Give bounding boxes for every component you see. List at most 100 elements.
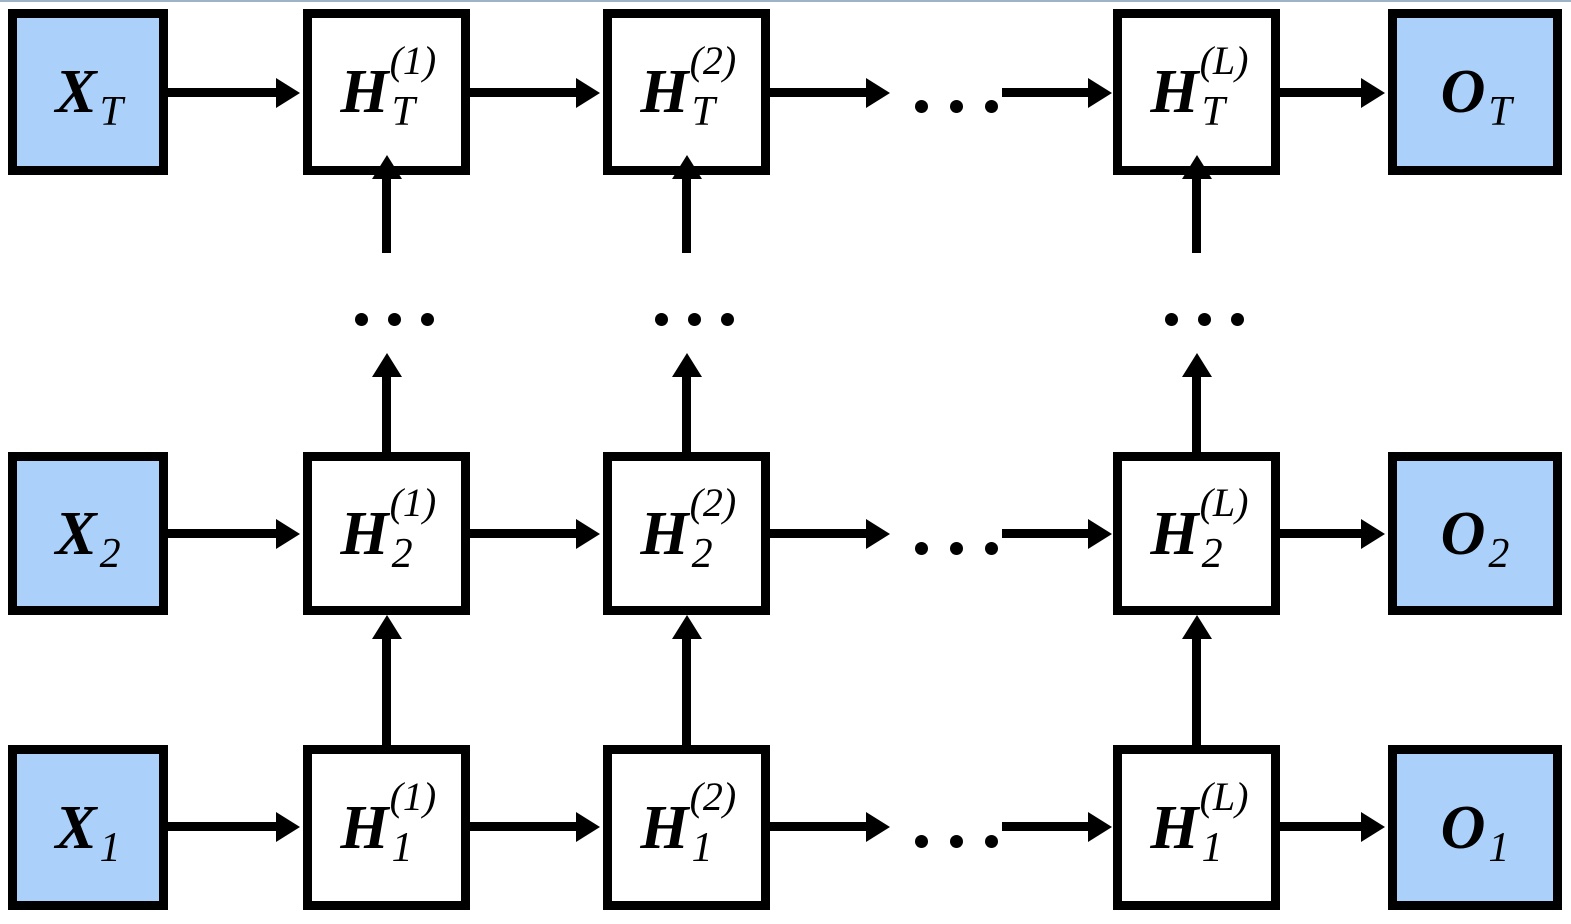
dot — [985, 835, 998, 848]
dot — [950, 542, 963, 555]
label-superscript: (L) — [1199, 479, 1249, 525]
ellipsis-horizontal-row-1 — [915, 835, 998, 848]
label-base: H — [1150, 58, 1199, 126]
label-h1-1: H(1) 1 — [340, 776, 436, 869]
label-h2-T: H(2) T — [640, 41, 736, 134]
label-hL-1: H(L)1 — [1150, 776, 1248, 869]
arrow-hL-2-to-o-2 — [1280, 529, 1365, 538]
arrow-h2-2-to-ellipsis-up — [682, 373, 691, 452]
dot — [915, 100, 928, 113]
label-superscript: (1) — [389, 479, 437, 525]
label-h2-1: H(2)1 — [640, 776, 736, 869]
arrow-hL-2-to-ellipsis-up — [1192, 373, 1201, 452]
hidden-node-hL-T: H(L) T — [1113, 9, 1280, 175]
label-h1-2: H(1) 2 — [340, 482, 436, 575]
label-subscript: 2 — [391, 530, 413, 577]
hidden-node-h1-T: H(1) T — [303, 9, 470, 175]
label-superscript: (1) — [389, 773, 437, 819]
label-subscript: T — [1201, 89, 1225, 135]
label-base: O — [1440, 58, 1486, 126]
ellipsis-vertical-col-L — [1165, 313, 1244, 326]
label-subscript: 1 — [1201, 824, 1223, 871]
label-subscript: 1 — [1488, 824, 1510, 871]
arrow-hL-T-to-o-T — [1280, 88, 1365, 97]
ellipsis-vertical-col-1 — [355, 313, 434, 326]
ellipsis-horizontal-row-2 — [915, 542, 998, 555]
arrow-x-T-to-h1-T — [168, 88, 280, 97]
arrow-ellipsis-to-hL-T — [1002, 88, 1092, 97]
arrow-h1-1-to-h2-1 — [470, 822, 580, 831]
label-base: H — [340, 58, 389, 126]
arrow-h2-T-to-ellipsis — [770, 88, 870, 97]
dot — [950, 835, 963, 848]
label-base: O — [1440, 499, 1486, 568]
label-base: H — [640, 793, 689, 862]
arrow-h2-1-to-ellipsis — [770, 822, 870, 831]
label-subscript: T — [391, 89, 415, 135]
hidden-node-hL-2: H(L) 2 — [1113, 452, 1280, 615]
label-subscript: T — [99, 89, 124, 135]
dot — [985, 100, 998, 113]
arrow-hL-1-to-o-1 — [1280, 822, 1365, 831]
hidden-node-h1-1: H(1) 1 — [303, 745, 470, 910]
label-subscript: 1 — [691, 824, 713, 871]
arrow-h1-T-to-h2-T — [470, 88, 580, 97]
arrow-h2-1-to-h2-2 — [682, 635, 691, 745]
dot — [915, 542, 928, 555]
label-base: H — [1150, 793, 1199, 862]
label-base: H — [1150, 499, 1199, 568]
label-h1-T: H(1) T — [340, 41, 436, 134]
arrow-ellipsis-to-hL-2 — [1002, 529, 1092, 538]
label-superscript: (2) — [689, 38, 737, 83]
hidden-node-h2-2: H(2) 2 — [603, 452, 770, 615]
dot — [388, 313, 401, 326]
dot — [915, 835, 928, 848]
arrow-x-1-to-h1-1 — [168, 822, 280, 831]
label-subscript: 1 — [99, 824, 121, 871]
arrow-h1-1-to-h1-2 — [382, 635, 391, 745]
label-base: O — [1440, 793, 1486, 862]
dot — [950, 100, 963, 113]
ellipsis-vertical-col-2 — [655, 313, 734, 326]
label-subscript: T — [1488, 89, 1512, 135]
hidden-node-h1-2: H(1) 2 — [303, 452, 470, 615]
ellipsis-horizontal-row-T — [915, 100, 998, 113]
arrow-h2-2-to-ellipsis — [770, 529, 870, 538]
arrow-hL-1-to-hL-2 — [1192, 635, 1201, 745]
label-subscript: T — [691, 89, 715, 135]
label-subscript: 2 — [99, 530, 121, 577]
arrow-stub-into-h1-T — [382, 175, 391, 253]
label-hL-2: H(L) 2 — [1150, 482, 1248, 575]
label-superscript: (2) — [689, 479, 737, 525]
label-base: H — [340, 793, 389, 862]
label-hL-T: H(L) T — [1150, 41, 1248, 134]
dot — [1231, 313, 1244, 326]
dot — [421, 313, 434, 326]
label-base: H — [340, 499, 389, 568]
label-superscript: (1) — [389, 38, 437, 83]
label-subscript: 2 — [1201, 530, 1223, 577]
label-base: X — [55, 793, 97, 862]
label-superscript: (L) — [1199, 38, 1249, 83]
arrow-stub-into-hL-T — [1192, 175, 1201, 253]
label-subscript: 2 — [691, 530, 713, 577]
label-base: H — [640, 58, 689, 126]
arrow-h1-2-to-h2-2 — [470, 529, 580, 538]
label-subscript: 1 — [391, 824, 413, 871]
label-base: X — [55, 58, 97, 126]
arrow-ellipsis-to-hL-1 — [1002, 822, 1092, 831]
label-base: H — [640, 499, 689, 568]
dot — [655, 313, 668, 326]
label-subscript: 2 — [1488, 530, 1510, 577]
